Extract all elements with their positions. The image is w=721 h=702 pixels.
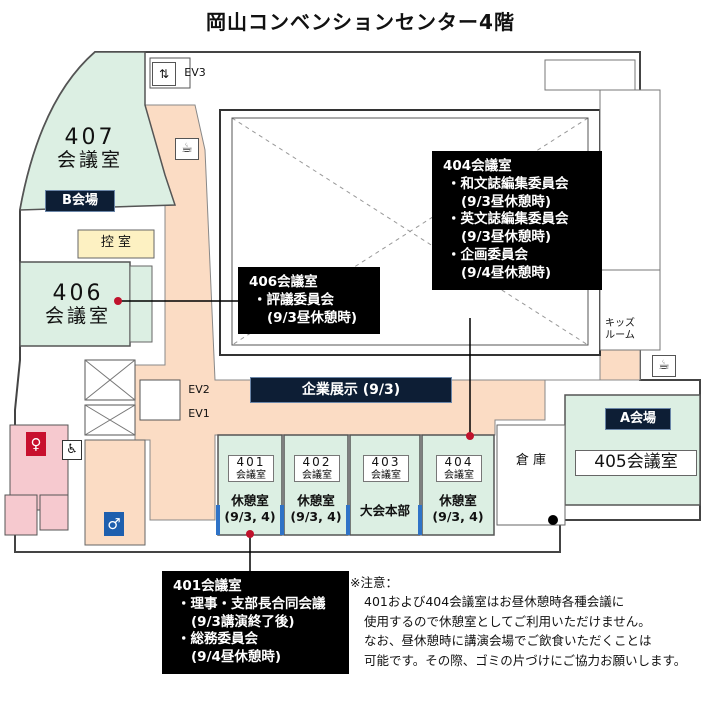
room-401-number: 401 <box>236 455 266 469</box>
ev1-label: EV1 <box>188 407 210 420</box>
room-407-label: 407 会議室 <box>40 125 140 172</box>
room-401-rest: 休憩室 (9/3, 4) <box>218 493 282 526</box>
room-402-number: 402 <box>302 455 332 469</box>
room-404-name: 会議室 <box>444 469 474 481</box>
notes-heading: ※注意： <box>350 575 398 590</box>
kids-line2: ルーム <box>605 329 635 341</box>
callout-404-line: ・英文誌編集委員会 <box>447 211 569 228</box>
room-403-hq: 大会本部 <box>359 503 410 518</box>
notes-line: 401および404会議室はお昼休憩時各種会議に <box>364 594 625 610</box>
notes-line: 可能です。その際、ゴミの片づけにご協力お願いします。 <box>364 652 687 668</box>
room-402-rest: 休憩室 (9/3, 4) <box>284 493 348 526</box>
callout-404: 404会議室 ・和文誌編集委員会 (9/3昼休憩時) ・英文誌編集委員会 (9/… <box>432 151 602 290</box>
callout-401-line: ・理事・支部長合同会議 <box>177 595 326 612</box>
page-title: 岡山コンベンションセンター4階 <box>206 10 515 34</box>
hikae-room-shape <box>77 229 155 259</box>
souko-label: 倉 庫 <box>515 453 547 468</box>
callout-401-title: 401会議室 <box>173 578 242 594</box>
wheelchair-icon: ♿ <box>62 440 82 460</box>
room-404-rest: 休憩室 (9/3, 4) <box>422 493 494 526</box>
room-406-label: 406 会議室 <box>30 281 126 328</box>
wc-women-icon: ♀ <box>26 432 46 456</box>
callout-404-line: (9/3昼休憩時) <box>461 229 552 246</box>
callout-406-line: (9/3昼休憩時) <box>267 309 358 326</box>
souko-shape <box>496 424 566 526</box>
room-404-pin <box>466 432 474 440</box>
callout-401-line: (9/4昼休憩時) <box>191 649 282 666</box>
room-407-shape <box>19 51 177 211</box>
room-407-name: 会議室 <box>56 149 123 172</box>
hall-b-tag: B会場 <box>45 190 115 212</box>
room-405-label: 405会議室 <box>575 450 697 476</box>
coffee-icon: ☕ <box>652 355 676 377</box>
room-401-rest-title: 休憩室 <box>231 493 269 508</box>
callout-404-line: (9/3昼休憩時) <box>461 193 552 210</box>
wc-men-icon: ♂ <box>104 512 124 536</box>
callout-404-title: 404会議室 <box>443 158 512 174</box>
room-406-number: 406 <box>52 281 104 306</box>
callout-406-line: ・評議委員会 <box>253 291 334 308</box>
room-406-shape <box>19 261 131 347</box>
room-404-rest-title: 休憩室 <box>439 493 477 508</box>
room-402-shape <box>283 434 349 536</box>
room-404-label: 404 会議室 <box>436 455 482 483</box>
callout-404-line: ・和文誌編集委員会 <box>447 175 569 192</box>
kids-line1: キッズ <box>605 318 635 329</box>
callout-406-title: 406会議室 <box>249 274 318 290</box>
room-407-number: 407 <box>64 125 116 150</box>
callout-401: 401会議室 ・理事・支部長合同会議 (9/3講演終了後) ・総務委員会 (9/… <box>162 571 349 675</box>
exhibit-tag: 企業展示 (9/3) <box>250 377 452 403</box>
callout-401-line: (9/3講演終了後) <box>191 613 295 630</box>
room-401-pin <box>246 530 254 538</box>
room-402-label: 402 会議室 <box>294 455 340 483</box>
elevator-icon: ⇅ <box>152 62 176 86</box>
notes: ※注意： 401および404会議室はお昼休憩時各種会議に 使用するので休憩室とし… <box>350 573 686 670</box>
room-401-name: 会議室 <box>236 469 266 481</box>
notes-line: 使用するので休憩室としてご利用いただけません。 <box>364 613 651 629</box>
room-401-label: 401 会議室 <box>228 455 274 483</box>
room-402-name: 会議室 <box>302 469 332 481</box>
room-403-name: 会議室 <box>371 469 401 481</box>
room-406-pin <box>114 297 122 305</box>
room-401-rest-dates: (9/3, 4) <box>224 509 276 525</box>
callout-404-line: ・企画委員会 <box>447 247 528 264</box>
room-402-rest-dates: (9/3, 4) <box>290 509 342 525</box>
ev3-label: EV3 <box>184 66 206 79</box>
hikae-label: 控 室 <box>100 235 132 250</box>
room-403-shape <box>349 434 421 536</box>
room-404-number: 404 <box>444 455 474 469</box>
room-403-label: 403 会議室 <box>363 455 409 483</box>
room-404-rest-dates: (9/3, 4) <box>432 509 484 525</box>
ev2-label: EV2 <box>188 383 210 396</box>
room-406-name: 会議室 <box>44 305 111 328</box>
room-403-number: 403 <box>371 455 401 469</box>
kids-room-label: キッズ ルーム <box>595 318 645 341</box>
coffee-icon: ☕ <box>175 138 199 160</box>
room-404-shape <box>421 434 495 536</box>
room-401-shape <box>217 434 283 536</box>
callout-404-line: (9/4昼休憩時) <box>461 264 552 281</box>
room-402-rest-title: 休憩室 <box>297 493 335 508</box>
notes-line: なお、昼休憩時に講演会場でご飲食いただくことは <box>364 633 652 649</box>
callout-401-line: ・総務委員会 <box>177 631 258 648</box>
hall-a-tag: A会場 <box>605 408 671 430</box>
callout-406: 406会議室 ・評議委員会 (9/3昼休憩時) <box>238 267 380 335</box>
